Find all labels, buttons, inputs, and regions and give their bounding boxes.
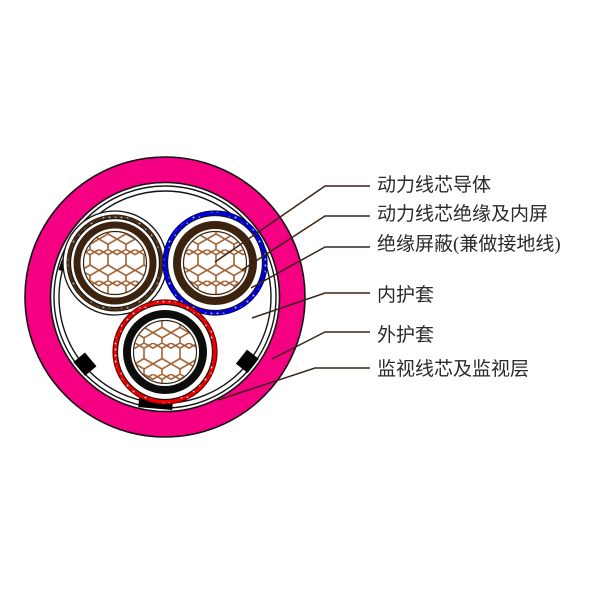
label-power-core-conductor: 动力线芯导体 bbox=[377, 175, 492, 196]
label-insulation-shield-also-ground: 绝缘屏蔽(兼做接地线) bbox=[377, 234, 561, 255]
leader-line-insulation-shield-also-ground bbox=[250, 246, 370, 289]
leader-line-outer-sheath bbox=[271, 331, 370, 360]
label-inner-sheath: 内护套 bbox=[377, 285, 435, 306]
leader-line-monitoring-core-and-layer bbox=[217, 367, 370, 401]
monitoring-core-upper-right-block bbox=[235, 349, 259, 374]
leader-line-power-core-insulation-and-inner-shield bbox=[241, 215, 370, 271]
leader-line-power-core-conductor bbox=[214, 185, 370, 263]
label-monitoring-core-and-layer: 监视线芯及监视层 bbox=[377, 359, 530, 380]
monitoring-core-upper-left-block bbox=[73, 352, 97, 376]
label-power-core-insulation-and-inner-shield: 动力线芯绝缘及内屏 bbox=[377, 204, 549, 225]
power-core-red bbox=[112, 299, 218, 405]
conductor-strands-red bbox=[134, 321, 196, 383]
conductor-strands-brown bbox=[84, 232, 146, 294]
label-outer-sheath: 外护套 bbox=[377, 325, 435, 346]
leader-line-inner-sheath bbox=[251, 292, 370, 319]
leader-line-group bbox=[214, 185, 370, 401]
power-core-brown bbox=[62, 210, 168, 316]
conductor-strands-blue bbox=[184, 232, 246, 294]
